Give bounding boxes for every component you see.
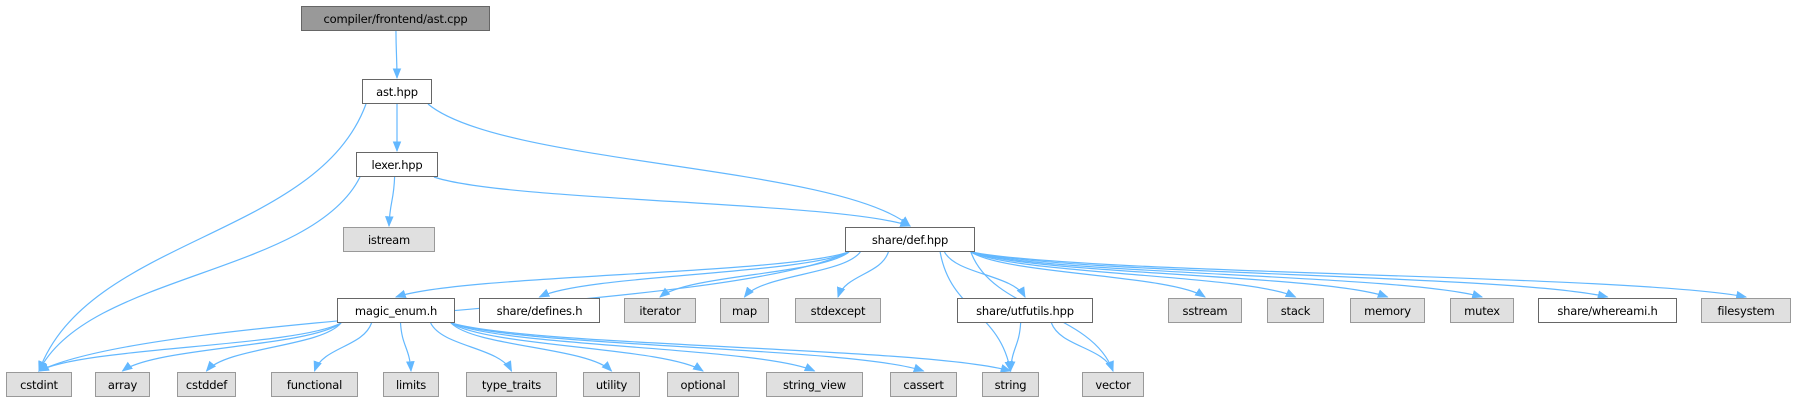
edge-def-to-iterator bbox=[659, 251, 850, 298]
node-cstdint: cstdint bbox=[6, 372, 72, 397]
node-cassert: cassert bbox=[890, 372, 957, 397]
node-array: array bbox=[95, 372, 150, 397]
edge-def-to-map bbox=[743, 251, 861, 298]
node-magic[interactable]: magic_enum.h bbox=[337, 298, 455, 323]
node-map: map bbox=[720, 298, 769, 323]
node-def[interactable]: share/def.hpp bbox=[845, 227, 975, 252]
node-sstream: sstream bbox=[1168, 298, 1242, 323]
edge-def-to-filesystem bbox=[970, 251, 1748, 300]
node-istream: istream bbox=[343, 227, 435, 252]
edge-magic-to-string bbox=[450, 322, 1012, 373]
node-iterator: iterator bbox=[624, 298, 696, 323]
node-string: string bbox=[982, 372, 1039, 397]
edge-magic-to-optional bbox=[450, 322, 704, 372]
edge-magic-to-cstdint bbox=[38, 322, 342, 372]
edge-lexer-to-istream bbox=[385, 176, 396, 228]
edge-def-to-stdexcept bbox=[837, 251, 889, 299]
edge-def-to-mutex bbox=[970, 251, 1484, 299]
edge-def-to-defines bbox=[538, 251, 850, 298]
node-type-traits: type_traits bbox=[466, 372, 557, 397]
node-ast[interactable]: ast.hpp bbox=[362, 79, 432, 104]
node-functional: functional bbox=[271, 372, 358, 397]
node-root: compiler/frontend/ast.cpp bbox=[301, 6, 490, 31]
edge-magic-to-cassert bbox=[450, 322, 925, 372]
node-stack: stack bbox=[1267, 298, 1324, 323]
edge-ast-to-def bbox=[427, 103, 911, 227]
node-utfutils[interactable]: share/utfutils.hpp bbox=[957, 298, 1093, 323]
edge-magic-to-cstddef bbox=[205, 322, 342, 372]
edge-magic-to-type_traits bbox=[430, 322, 513, 372]
edge-root-to-ast bbox=[392, 30, 402, 80]
edge-def-to-sstream bbox=[970, 251, 1206, 298]
node-whereami[interactable]: share/whereami.h bbox=[1538, 298, 1677, 323]
node-mutex: mutex bbox=[1450, 298, 1514, 323]
node-lexer[interactable]: lexer.hpp bbox=[356, 152, 438, 177]
edge-lexer-to-def bbox=[433, 176, 912, 227]
edge-magic-to-limits bbox=[399, 322, 415, 373]
node-stdexcept: stdexcept bbox=[795, 298, 881, 323]
node-filesystem: filesystem bbox=[1701, 298, 1791, 323]
edge-def-to-magic bbox=[394, 251, 850, 299]
node-vector: vector bbox=[1082, 372, 1144, 397]
node-memory: memory bbox=[1350, 298, 1425, 323]
edge-def-to-memory bbox=[970, 251, 1389, 298]
edge-magic-to-string_view bbox=[450, 322, 816, 372]
edge-utfutils-to-string bbox=[1006, 322, 1022, 373]
edge-lexer-to-cstdint bbox=[38, 176, 361, 372]
edge-def-to-whereami bbox=[970, 251, 1609, 299]
node-limits: limits bbox=[383, 372, 439, 397]
edge-magic-to-functional bbox=[313, 322, 373, 373]
edge-ast-to-cstdint bbox=[38, 103, 367, 373]
edge-magic-to-array bbox=[121, 322, 342, 372]
node-optional: optional bbox=[667, 372, 739, 397]
node-utility: utility bbox=[583, 372, 640, 397]
node-string-view: string_view bbox=[766, 372, 863, 397]
edge-magic-to-utility bbox=[450, 322, 613, 372]
node-cstddef: cstddef bbox=[177, 372, 236, 397]
edge-def-to-stack bbox=[970, 251, 1297, 298]
node-defines[interactable]: share/defines.h bbox=[479, 298, 600, 323]
edge-utfutils-to-vector bbox=[1050, 322, 1114, 373]
